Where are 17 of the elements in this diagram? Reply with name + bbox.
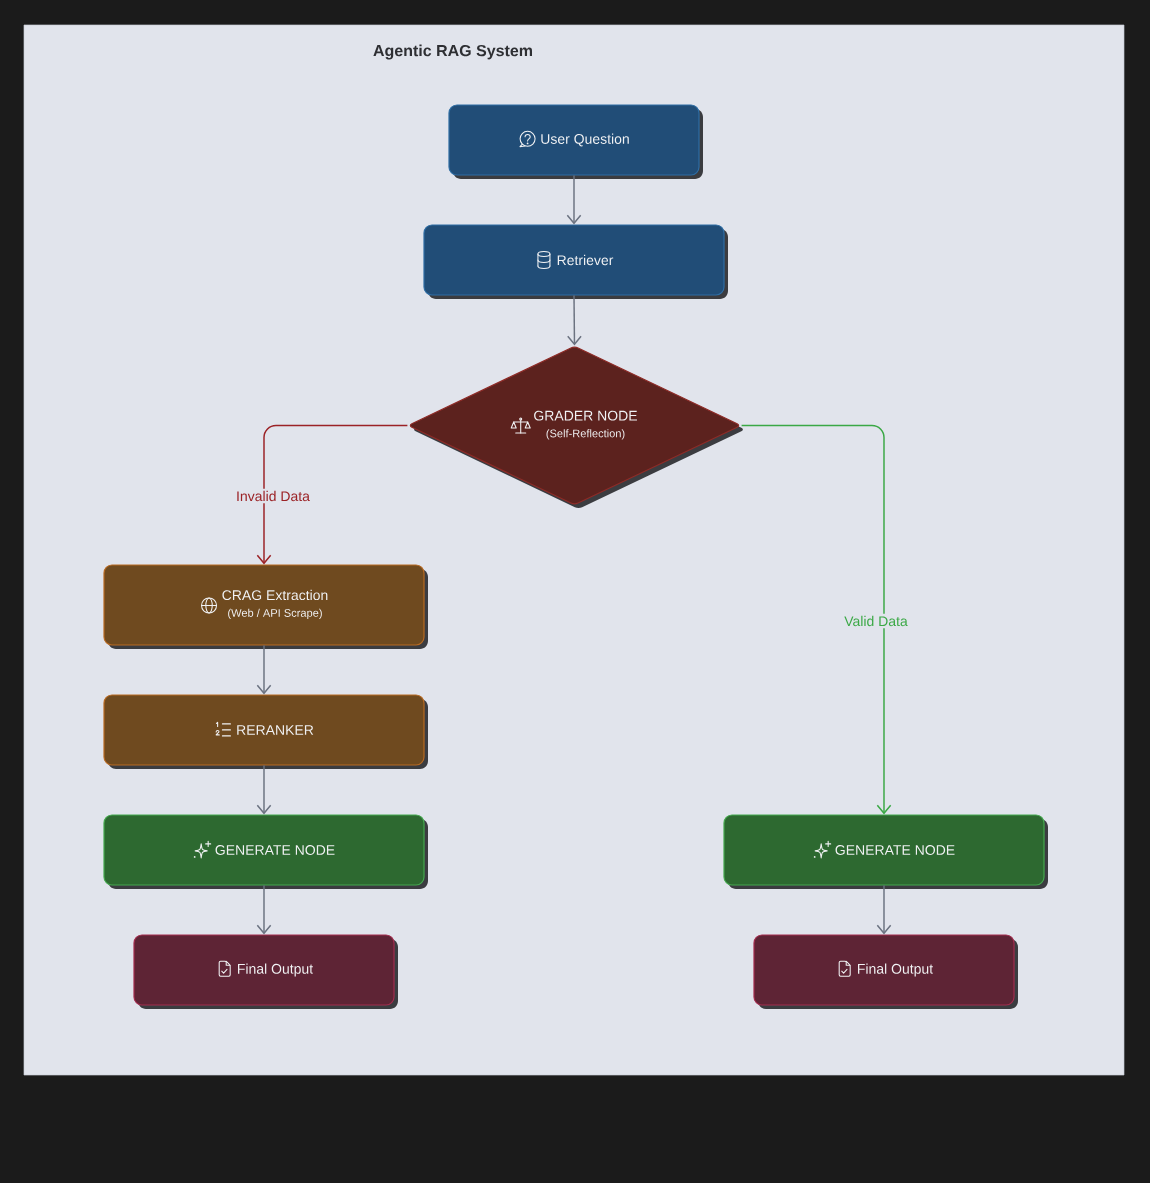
process-box: Final Output bbox=[753, 934, 1018, 1009]
process-box: User Question bbox=[448, 104, 703, 179]
process-box: Retriever bbox=[423, 224, 728, 299]
arrow bbox=[740, 424, 892, 815]
process-box: Final Output bbox=[133, 934, 398, 1009]
arrow bbox=[256, 424, 409, 565]
arrow bbox=[256, 884, 272, 935]
arrow bbox=[566, 174, 582, 225]
process-box: RERANKER bbox=[103, 694, 428, 769]
process-box: CRAG Extraction (Web / API Scrape) bbox=[103, 564, 428, 649]
arrow bbox=[876, 884, 892, 935]
process-box: GENERATE NODE bbox=[723, 814, 1048, 889]
arrow bbox=[567, 294, 582, 346]
arrow bbox=[256, 644, 272, 695]
title: Agentic RAG System bbox=[373, 44, 532, 60]
process-box: GENERATE NODE bbox=[103, 814, 428, 889]
arrow bbox=[256, 764, 272, 815]
